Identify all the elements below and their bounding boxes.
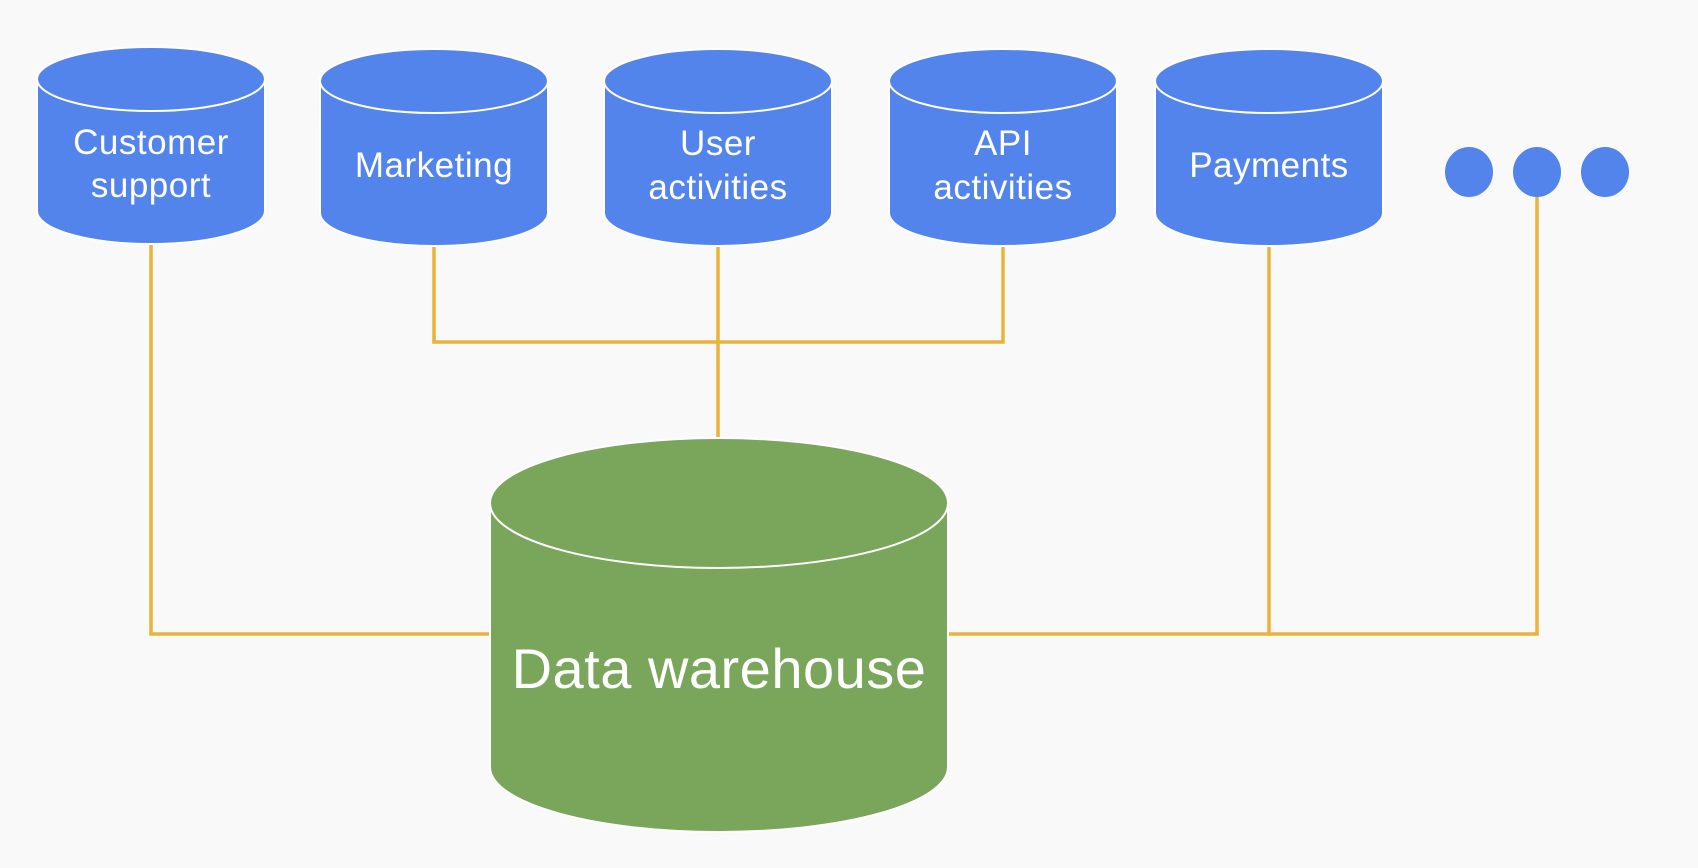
dot <box>1581 147 1629 197</box>
source-cylinder-marketing: Marketing <box>319 48 549 247</box>
cylinder-top <box>888 48 1118 114</box>
source-cylinder-api-activities: API activities <box>888 48 1118 247</box>
cylinder-top <box>319 48 549 114</box>
source-label-line2: activities <box>933 168 1072 207</box>
source-cylinder-customer-support: Customer support <box>36 46 266 245</box>
cylinder-top <box>603 48 833 114</box>
connector-more-sources <box>1267 194 1539 636</box>
source-label-line1: Customer <box>73 123 229 162</box>
ellipsis-dots-icon <box>1445 147 1629 197</box>
source-label-line1: Payments <box>1189 146 1349 185</box>
cylinder-body <box>36 78 266 245</box>
connector-api-activities <box>716 245 1005 344</box>
connector-payments <box>946 244 1271 636</box>
cylinder-body <box>319 80 549 247</box>
source-label-line2: activities <box>648 168 787 207</box>
warehouse-top <box>489 437 949 569</box>
connector-customer-support <box>149 242 494 636</box>
cylinder-body <box>888 80 1118 247</box>
source-label-line1: User <box>680 124 756 163</box>
warehouse-body <box>489 502 949 833</box>
source-cylinder-payments: Payments <box>1154 48 1384 247</box>
connector-lines <box>149 194 1539 636</box>
source-label-line1: API <box>974 124 1032 163</box>
cylinder-body <box>1154 80 1384 247</box>
source-cylinder-user-activities: User activities <box>603 48 833 247</box>
connector-marketing <box>432 245 720 344</box>
cylinder-body <box>603 80 833 247</box>
data-warehouse-cylinder: Data warehouse <box>489 437 949 833</box>
source-label-line2: support <box>91 166 211 205</box>
warehouse-label: Data warehouse <box>512 637 927 700</box>
cylinder-top <box>36 46 266 112</box>
source-label-line1: Marketing <box>355 146 513 185</box>
cylinder-top <box>1154 48 1384 114</box>
dot <box>1513 147 1561 197</box>
dot <box>1445 147 1493 197</box>
